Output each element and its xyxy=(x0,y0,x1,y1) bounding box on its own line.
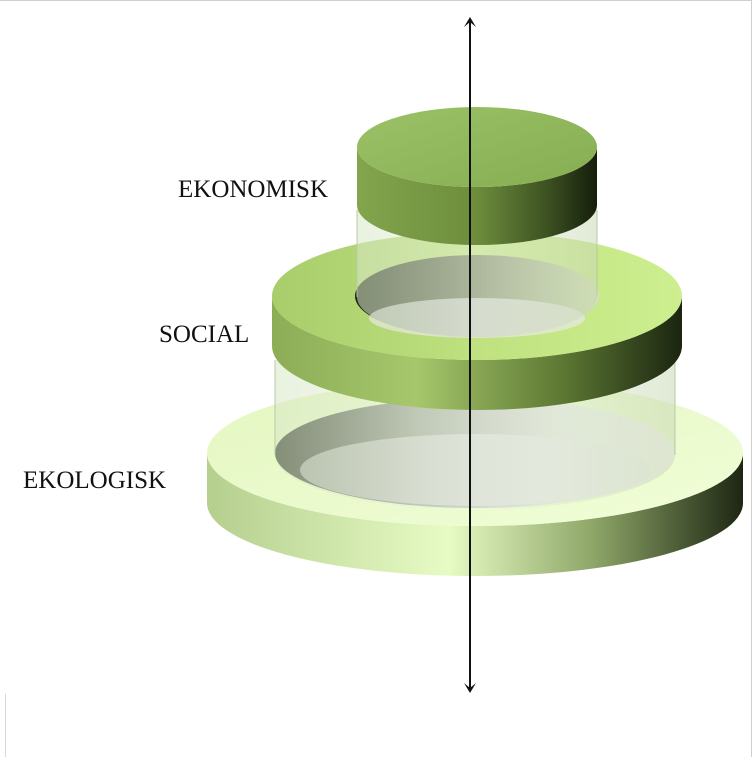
ekonomisk-cylinder-top xyxy=(357,107,597,187)
ekonomisk-cylinder-side xyxy=(357,147,597,245)
ekonomisk-cylinder xyxy=(357,107,597,245)
upper-glass-tube-body xyxy=(357,210,597,337)
label-ekologisk: EKOLOGISK xyxy=(23,467,167,494)
upper-glass-tube xyxy=(356,210,598,337)
label-social: SOCIAL xyxy=(159,321,250,348)
social-ring-side xyxy=(272,296,682,410)
frame-edge-mark xyxy=(5,694,6,757)
ekologisk-ring-side xyxy=(207,453,743,576)
label-ekonomisk: EKONOMISK xyxy=(178,176,328,203)
